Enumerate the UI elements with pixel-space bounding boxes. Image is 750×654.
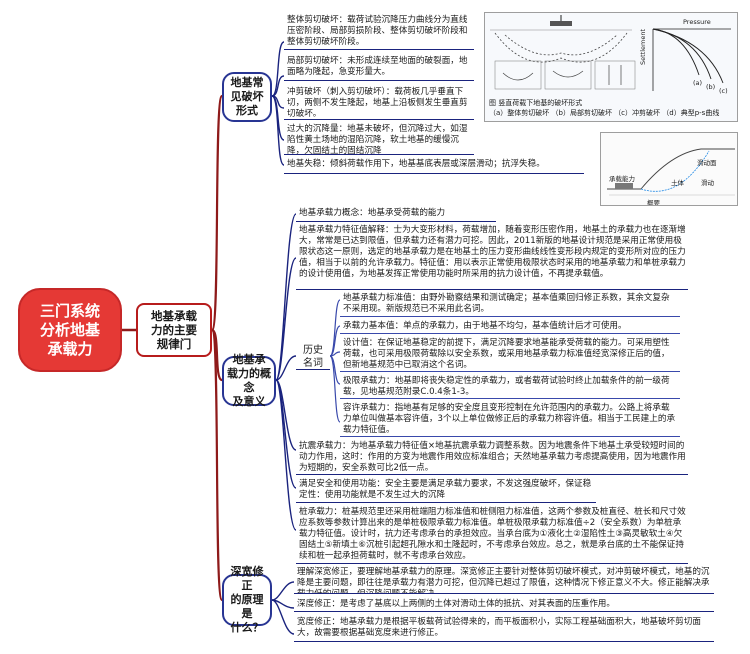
failure-modes-figure: Pressure Settlement (a) (b) (c) 图 竖直荷载下地… — [484, 12, 738, 122]
curve-label-b: (b) — [706, 83, 716, 91]
axis-settlement-label: Settlement — [639, 28, 647, 65]
concept-leaf-seismic-capacity: 抗震承载力：为地基承载力特征值×地基抗震承载力调整系数。因为地震条件下地基土承受… — [296, 440, 688, 475]
history-leaf-design-value: 设计值：在保证地基稳定的前提下，满足沉降要求地基能承受荷载的能力。可采用塑性荷载… — [340, 337, 680, 372]
overview-label-slide: 滑动 — [701, 179, 714, 187]
overview-caption: 概要 — [647, 199, 660, 206]
history-leaf-standard-value: 地基承载力标准值：由野外勘察结果和测试确定；基本值乘回归修正系数，其余文复杂不采… — [340, 292, 680, 317]
history-terms-node[interactable]: 历史 名词 — [296, 344, 330, 370]
history-leaf-allowable-capacity: 容许承载力：指地基有足够的安全度且变形控制在允许范围内的承载力。公路上将承载力单… — [340, 402, 680, 437]
overview-label-slip-surface: 滑动面 — [697, 159, 717, 167]
failure-leaf-local-shear: 局部剪切破坏：未形成连续至地面的破裂面，地面略为隆起，急变形量大。 — [284, 55, 474, 81]
concept-leaf-safety-function: 满足安全和使用功能：安全主要是满足承载力要求，不发这强度破坏，保证稳定性：使用功… — [296, 478, 596, 503]
correction-leaf-principle: 理解深宽修正，要理解地基承载力的原理。深宽修正主要针对整体剪切破坏模式，对冲剪破… — [294, 566, 714, 594]
history-leaf-basic-value: 承载力基本值：单点的承载力，由于地基不均匀，基本值统计后才可使用。 — [340, 320, 680, 334]
slope-overview-diagram — [607, 148, 735, 196]
figure-caption-line2: （a）整体剪切破坏 （b）局部剪切破坏 （c）冲剪破坏 （d）典型p-s曲线 — [489, 109, 720, 117]
correction-leaf-depth: 深度修正：是考虑了基底以上两侧的土体对滑动土体的抵抗、对其表面的压重作用。 — [294, 598, 714, 612]
history-leaf-ultimate-capacity: 极限承载力：地基即将丧失稳定性的承载力，或者载荷试验时终止加载条件的前一级荷载，… — [340, 375, 680, 399]
failure-modes-diagram — [490, 15, 731, 91]
figure-caption-line1: 竖直荷载下地基的破坏形式 — [498, 99, 583, 107]
concept-leaf-definition: 地基承载力概念：地基承受荷载的能力 — [296, 207, 496, 222]
slope-overview-figure: 承载能力 滑动面 土体 滑动 概要 — [600, 132, 738, 206]
section-correction-node[interactable]: 深宽修正 的原理是 什么？ — [222, 565, 272, 634]
concept-leaf-characteristic-value: 地基承载力特征值解释：士为大变形材料，荷载增加，随着变形压密作用，地基土的承载力… — [296, 224, 688, 290]
overview-label-bearing: 承载能力 — [609, 175, 635, 183]
main-branch-node[interactable]: 地基承载 力的主要 规律门 — [136, 303, 212, 357]
section-failure-node[interactable]: 地基常 见破坏 形式 — [222, 72, 272, 122]
overview-label-soil: 土体 — [671, 179, 684, 187]
section-concept-node[interactable]: 地基承 载力的概念 及意义 — [222, 353, 276, 408]
failure-leaf-instability: 地基失稳：倾斜荷载作用下，地基基底表层或深层滑动；抗浮失稳。 — [284, 158, 584, 174]
failure-leaf-general-shear: 整体剪切破坏：载荷试验沉降压力曲线分为直线压密阶段、局部剪损阶段、整体剪切破坏阶… — [284, 14, 474, 50]
curve-label-a: (a) — [693, 79, 703, 87]
failure-leaf-punching-shear: 冲剪破坏（刺入剪切破坏）：载荷板几乎垂直下切，两侧不发生隆起，地基上沿板侧发生垂… — [284, 86, 474, 120]
curve-label-c: (c) — [719, 87, 728, 95]
figure-title: 图 — [489, 99, 496, 107]
root-node[interactable]: 三门系统 分析地基 承载力 — [18, 288, 122, 372]
concept-leaf-pile-capacity: 桩承载力：桩基规范里还采用桩端阻力标准值和桩侧阻力标准值，这两个参数及桩直径、桩… — [296, 506, 688, 564]
axis-pressure-label: Pressure — [683, 18, 711, 26]
failure-leaf-excessive-settlement: 过大的沉降量：地基未破坏，但沉降过大，如湿陷性黄土场地的湿陷沉降，软土地基的缓慢… — [284, 123, 474, 155]
correction-leaf-width: 宽度修正：地基承载力是根据平板载荷试验得来的，而平板面积小，实际工程基础面积大，… — [294, 616, 714, 642]
